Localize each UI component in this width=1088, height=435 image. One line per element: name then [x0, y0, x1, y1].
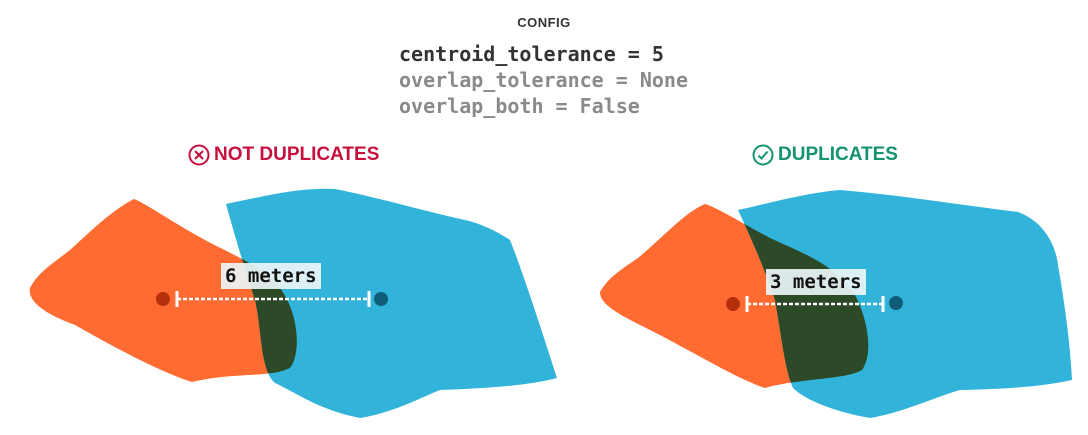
- distance-label-left: 6 meters: [221, 263, 321, 289]
- check-circle-icon: [752, 144, 774, 166]
- orange-centroid-left: [156, 292, 170, 306]
- config-line-overlap-both: overlap_both = False: [399, 94, 640, 118]
- duplicates-text: DUPLICATES: [778, 144, 898, 165]
- distance-label-right: 3 meters: [766, 269, 866, 295]
- distance-measure-right: [745, 296, 885, 312]
- config-block: centroid_tolerance = 5 overlap_tolerance…: [399, 41, 688, 119]
- x-circle-icon: [188, 144, 210, 166]
- orange-centroid-right: [726, 297, 740, 311]
- duplicates-label: DUPLICATES: [752, 144, 898, 166]
- config-line-centroid-tolerance: centroid_tolerance = 5: [399, 42, 664, 66]
- blue-centroid-right: [889, 296, 903, 310]
- not-duplicates-text: NOT DUPLICATES: [214, 144, 380, 165]
- blue-centroid-left: [374, 292, 388, 306]
- not-duplicates-label: NOT DUPLICATES: [188, 144, 379, 166]
- config-title: CONFIG: [517, 15, 571, 30]
- distance-measure-left: [175, 291, 371, 307]
- config-line-overlap-tolerance: overlap_tolerance = None: [399, 68, 688, 92]
